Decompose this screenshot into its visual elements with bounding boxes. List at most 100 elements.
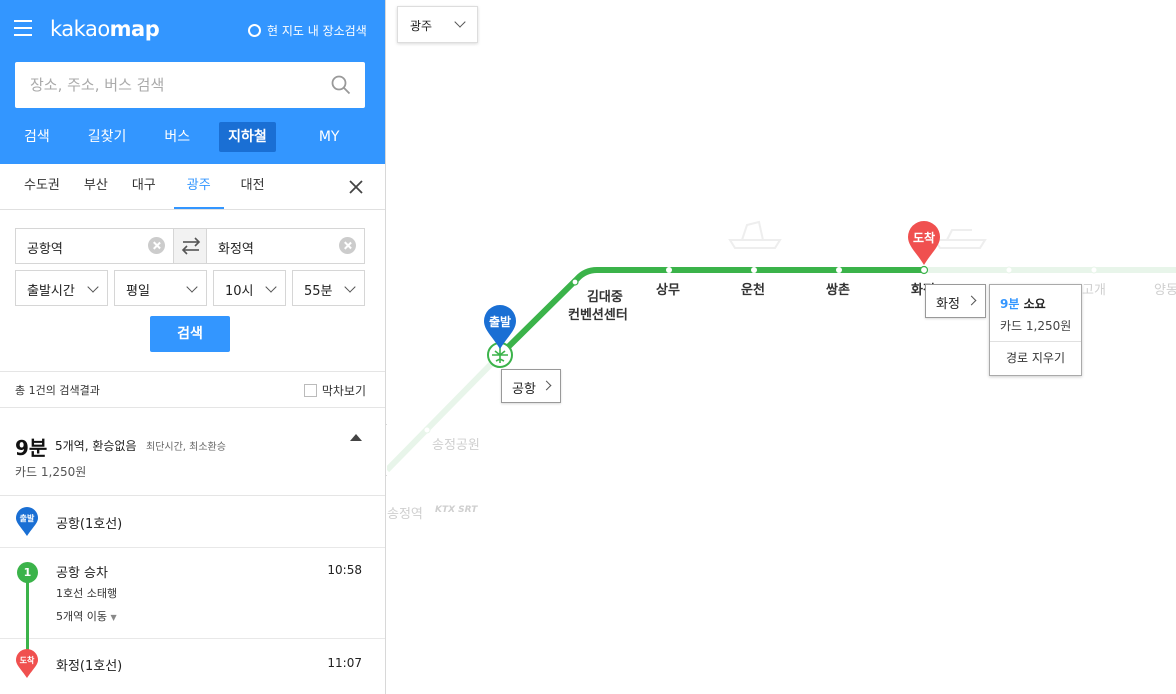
summary-description: 5개역, 환승없음 bbox=[55, 439, 137, 453]
station-label-kimdaejung[interactable]: 김대중 컨벤션센터 bbox=[568, 289, 628, 325]
station-label-uncheon[interactable]: 운천 bbox=[741, 283, 765, 298]
search-icon[interactable] bbox=[331, 75, 351, 95]
results-header: 총 1건의 검색결과 막차보기 bbox=[0, 371, 385, 408]
chevron-down-icon bbox=[265, 281, 277, 293]
station-label-ssangchon[interactable]: 쌍촌 bbox=[826, 283, 850, 298]
chevron-down-icon bbox=[186, 281, 198, 293]
chevron-down-icon bbox=[454, 16, 466, 28]
map-end-pin-label: 도착 bbox=[912, 231, 936, 245]
region-tab-busan[interactable]: 부산 bbox=[83, 178, 108, 193]
tab-directions[interactable]: 길찾기 bbox=[87, 129, 127, 145]
step-board: 1 공항 승차 10:58 1호선 소태행 5개역 이동 ▼ bbox=[0, 548, 385, 660]
map-start-pin-icon[interactable] bbox=[483, 304, 517, 350]
line-bar bbox=[26, 582, 29, 660]
region-tab-seoul[interactable]: 수도권 bbox=[24, 178, 60, 193]
line-1-badge: 1 bbox=[17, 562, 38, 583]
minute-select[interactable]: 55분 bbox=[292, 270, 365, 306]
start-pin-icon bbox=[16, 507, 38, 536]
tab-my[interactable]: MY bbox=[318, 129, 340, 145]
minute-value: 55분 bbox=[304, 284, 333, 299]
hour-select[interactable]: 10시 bbox=[213, 270, 286, 306]
station-label-songjeong-park[interactable]: 송정공원 bbox=[432, 438, 480, 453]
chevron-down-icon bbox=[87, 281, 99, 293]
menu-icon[interactable] bbox=[14, 20, 32, 36]
end-pin-icon bbox=[16, 649, 38, 678]
station-name-line1: 김대중 bbox=[586, 290, 623, 305]
last-train-toggle[interactable]: 막차보기 bbox=[303, 382, 366, 399]
popup-time-suffix: 소요 bbox=[1019, 297, 1046, 311]
collapse-arrow-icon[interactable] bbox=[350, 434, 362, 441]
search-input[interactable] bbox=[15, 62, 315, 108]
step-end: 도착 화정(1호선) 11:07 bbox=[0, 639, 385, 694]
summary-fare: 카드 1,250원 bbox=[15, 465, 87, 479]
region-tab-gwangju[interactable]: 광주 bbox=[173, 164, 224, 209]
destination-field[interactable]: 화정역 bbox=[207, 229, 364, 263]
main-tabs: 검색 길찾기 버스 지하철 MY bbox=[15, 122, 375, 152]
chevron-right-icon bbox=[966, 295, 977, 306]
hour-value: 10시 bbox=[225, 284, 254, 299]
origin-field[interactable]: 공항역 bbox=[16, 229, 173, 263]
map-area-search-label: 현 지도 내 장소검색 bbox=[267, 24, 367, 38]
move-count-toggle[interactable]: 5개역 이동 ▼ bbox=[56, 608, 117, 624]
day-type-select[interactable]: 평일 bbox=[114, 270, 207, 306]
region-tab-daegu[interactable]: 대구 bbox=[131, 178, 156, 193]
map-area-search-toggle[interactable]: 현 지도 내 장소검색 bbox=[248, 22, 367, 39]
map-region-select[interactable]: 광주 bbox=[397, 6, 478, 43]
destination-value: 화정역 bbox=[218, 242, 254, 257]
search-box bbox=[15, 62, 365, 108]
end-time: 11:07 bbox=[327, 656, 362, 670]
checkbox-icon[interactable] bbox=[303, 384, 317, 397]
route-summary[interactable]: 9분 5개역, 환승없음 최단시간, 최소환승 카드 1,250원 bbox=[0, 408, 385, 496]
clear-route-button[interactable]: 경로 지우기 bbox=[1005, 351, 1065, 365]
map-region-value: 광주 bbox=[410, 19, 433, 33]
time-type-select[interactable]: 출발시간 bbox=[15, 270, 108, 306]
caret-down-icon: ▼ bbox=[110, 613, 117, 622]
map-end-pin-icon[interactable] bbox=[907, 220, 941, 266]
popup-time: 9분 소요 bbox=[1000, 295, 1046, 312]
sidebar: kakaomap 현 지도 내 장소검색 검색 길찾기 버스 지하철 MY 수도… bbox=[0, 0, 386, 694]
move-count: 5개역 이동 bbox=[56, 610, 107, 623]
logo-text: kakao bbox=[50, 17, 110, 41]
popup-fare: 카드 1,250원 bbox=[1000, 319, 1072, 333]
tab-bus[interactable]: 버스 bbox=[164, 129, 191, 145]
station-label-gogae[interactable]: 고개 bbox=[1082, 283, 1106, 298]
tab-subway[interactable]: 지하철 bbox=[219, 122, 276, 152]
chevron-right-icon bbox=[541, 380, 552, 391]
station-name-line2: 컨벤션센터 bbox=[568, 308, 628, 323]
line-direction: 1호선 소태행 bbox=[56, 587, 118, 600]
station-label-songjeong-station[interactable]: 송정역 bbox=[387, 507, 423, 522]
search-button[interactable]: 검색 bbox=[150, 316, 230, 352]
station-label-sangmu[interactable]: 상무 bbox=[656, 283, 680, 298]
board-time: 10:58 bbox=[327, 563, 362, 577]
end-station-callout[interactable]: 화정 bbox=[925, 284, 986, 318]
region-tabs: 수도권 부산 대구 광주 대전 bbox=[0, 164, 385, 210]
start-pin-label: 출발 bbox=[19, 514, 35, 523]
station-label-yangdong[interactable]: 양동 bbox=[1154, 283, 1176, 298]
end-callout-label: 화정 bbox=[936, 297, 960, 312]
time-options: 출발시간 평일 10시 55분 bbox=[15, 270, 365, 306]
summary-tags: 최단시간, 최소환승 bbox=[146, 442, 226, 453]
tab-search[interactable]: 검색 bbox=[24, 129, 50, 145]
close-icon[interactable] bbox=[349, 180, 363, 194]
logo-text-bold: map bbox=[109, 17, 160, 41]
logo[interactable]: kakaomap bbox=[50, 17, 160, 41]
route-info-popup: 9분 소요 카드 1,250원 경로 지우기 bbox=[989, 284, 1082, 376]
clear-destination-icon[interactable] bbox=[339, 237, 356, 254]
end-station-name: 화정(1호선) bbox=[56, 659, 123, 674]
clear-origin-icon[interactable] bbox=[148, 237, 165, 254]
popup-divider bbox=[990, 341, 1081, 342]
swap-icon bbox=[181, 237, 201, 255]
time-type-value: 출발시간 bbox=[27, 284, 75, 299]
last-train-label: 막차보기 bbox=[321, 384, 366, 398]
summary-time: 9분 bbox=[15, 436, 48, 460]
popup-time-value: 9분 bbox=[1000, 297, 1020, 311]
top-bar: kakaomap 현 지도 내 장소검색 검색 길찾기 버스 지하철 MY bbox=[0, 0, 385, 164]
region-tab-daejeon[interactable]: 대전 bbox=[240, 178, 265, 193]
step-start: 출발 공항(1호선) bbox=[0, 496, 385, 548]
swap-button[interactable] bbox=[173, 229, 207, 263]
start-station-callout[interactable]: 공항 bbox=[501, 369, 561, 403]
end-pin-label: 도착 bbox=[19, 656, 35, 665]
map-start-pin-label: 출발 bbox=[488, 315, 512, 329]
start-station-name: 공항(1호선) bbox=[56, 517, 123, 532]
radio-icon bbox=[248, 24, 261, 37]
